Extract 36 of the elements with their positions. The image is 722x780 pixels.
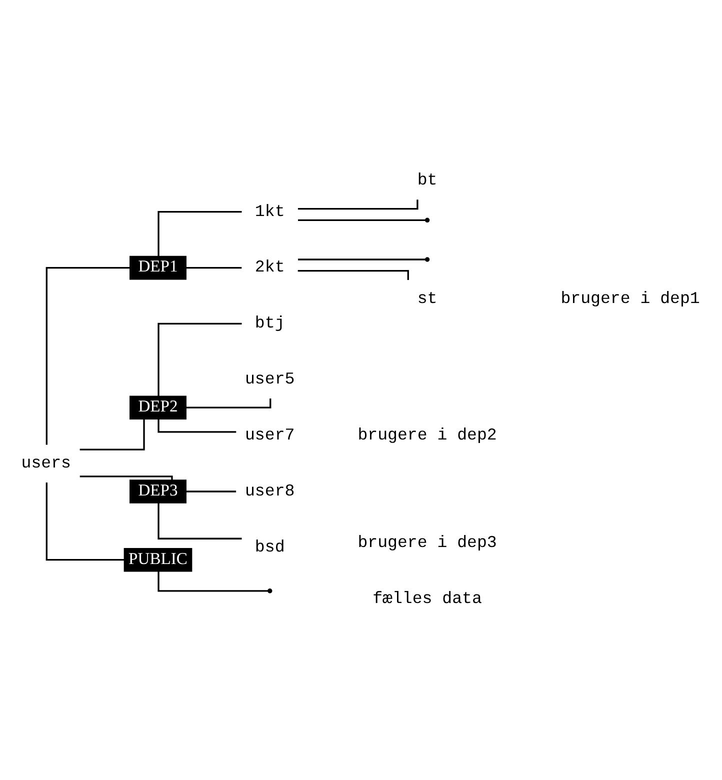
node-box: PUBLIC [124, 548, 192, 572]
label: brugere i dep1 [560, 288, 700, 308]
connector [158, 502, 242, 540]
node-text: users [21, 453, 71, 472]
node-text: 2kt [254, 258, 285, 277]
connector [80, 476, 173, 480]
label: brugere i dep2 [358, 426, 497, 445]
connector [186, 266, 242, 269]
node-point [424, 257, 430, 262]
connector [46, 482, 124, 561]
connector [158, 571, 268, 592]
connector [46, 266, 130, 445]
node-point [267, 588, 272, 594]
node-box: DEP3 [130, 480, 186, 504]
node-point [424, 218, 430, 223]
node-text: user8 [245, 481, 295, 500]
node-text: user5 [245, 370, 295, 389]
node-text: st [417, 288, 438, 308]
node-box: DEP1 [130, 256, 186, 280]
connector [298, 219, 426, 221]
node-text: btj [254, 314, 285, 333]
connector [158, 419, 236, 433]
connector [80, 419, 145, 450]
connector [298, 258, 426, 260]
node-text: user7 [245, 426, 295, 445]
connector [298, 270, 409, 280]
label: fælles data [372, 589, 482, 608]
node-text: bsd [254, 537, 285, 556]
connector [186, 490, 236, 492]
node-text: 1kt [254, 202, 285, 221]
connector [158, 322, 242, 396]
label: brugere i dep3 [358, 533, 497, 552]
node-box: DEP2 [130, 396, 186, 420]
node-text: bt [417, 170, 438, 190]
connector [158, 211, 242, 256]
connector [298, 200, 418, 210]
